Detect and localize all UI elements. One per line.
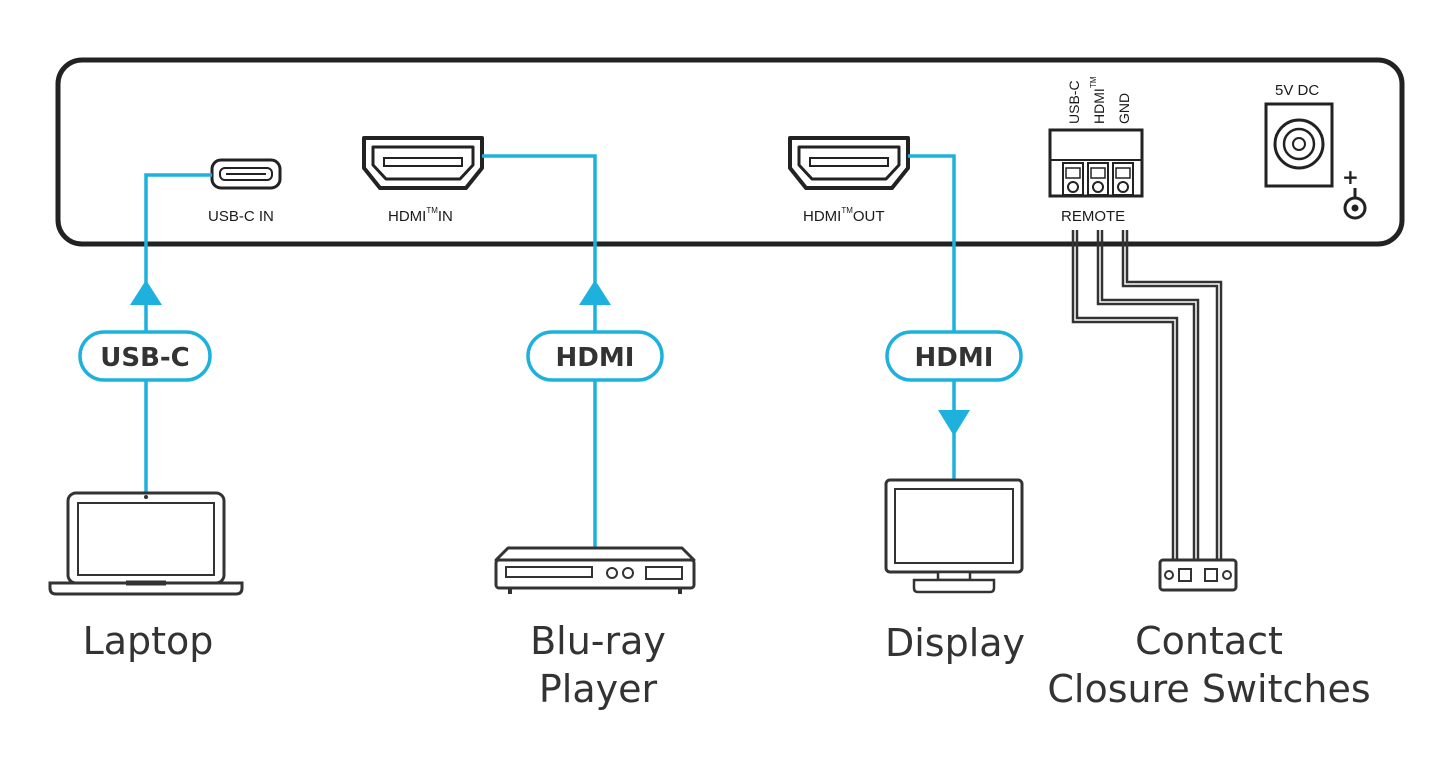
cable-pill-usbc: USB-C [78, 330, 212, 382]
switches-label-line1: Contact [1135, 619, 1283, 663]
pill-usbc-text: USB-C [100, 343, 190, 373]
svg-text:+: + [1342, 165, 1359, 189]
hdmi-out-port [788, 136, 910, 190]
remote-pin-gnd: GND [1116, 93, 1132, 124]
bluray-player-icon [494, 546, 696, 594]
usbc-in-label: USB-C IN [208, 208, 274, 225]
cable-hdmi-in [482, 154, 597, 548]
remote-label: REMOTE [1061, 208, 1125, 225]
hdmi-in-port [362, 136, 484, 190]
cable-pill-hdmi-out: HDMI [885, 330, 1023, 382]
hdmi-out-label: HDMITMOUT [803, 206, 885, 225]
contact-switches-icon [1158, 558, 1238, 592]
polarity-icon: + [1342, 165, 1367, 220]
remote-pin-hdmi: HDMI [1091, 88, 1107, 124]
usbc-port [210, 158, 282, 190]
cable-usbc [144, 173, 212, 493]
bluray-label-line2: Player [539, 667, 658, 711]
switches-label-line2: Closure Switches [1047, 667, 1370, 711]
hdmi-in-label: HDMITMIN [388, 206, 453, 225]
power-label: 5V DC [1275, 82, 1319, 99]
display-icon [884, 478, 1024, 594]
bluray-label-line1: Blu-ray [530, 619, 666, 663]
remote-wires [1071, 230, 1223, 560]
laptop-label: Laptop [83, 619, 214, 663]
device-rear-panel [55, 57, 1405, 247]
pill-hdmi-in-text: HDMI [556, 343, 635, 373]
remote-pin-usbc: USB-C [1066, 80, 1082, 124]
arrow-up-icon [130, 280, 162, 305]
display-label: Display [885, 621, 1025, 665]
remote-pin-hdmi-tm: TM [1089, 76, 1098, 88]
arrow-up-icon [579, 280, 611, 305]
remote-terminal-block [1048, 128, 1144, 198]
power-jack [1264, 102, 1334, 188]
pill-hdmi-out-text: HDMI [915, 343, 994, 373]
laptop-icon [48, 491, 244, 596]
arrow-down-icon [938, 410, 970, 436]
cable-pill-hdmi-in: HDMI [526, 330, 664, 382]
